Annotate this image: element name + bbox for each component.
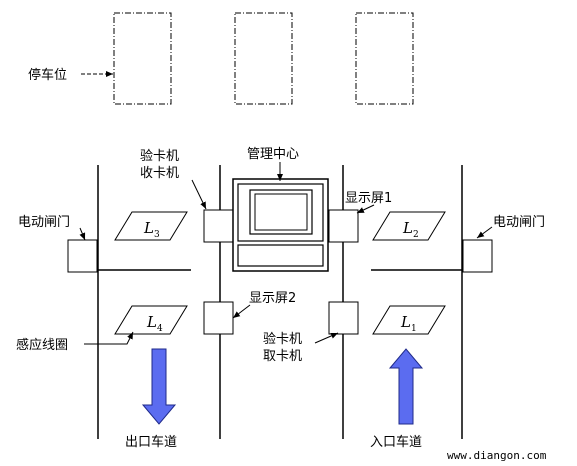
induction-coil-label: 感应线圈	[16, 337, 68, 353]
parking-space-1	[113, 12, 172, 105]
card-verifier-collector-box	[203, 209, 234, 243]
electric-gate-left-label: 电动闸门	[18, 215, 70, 230]
loop-l2-sub: 2	[413, 230, 419, 240]
display-2-box	[203, 301, 234, 335]
parking-space-2	[234, 12, 293, 105]
electric-gate-left-pointer	[79, 227, 86, 241]
display-2-label: 显示屏2	[249, 291, 296, 306]
card-verifier-collector-pointer	[191, 179, 207, 210]
loop-l4	[114, 305, 188, 335]
loop-l4-letter: L	[146, 313, 157, 331]
loop-l1-letter: L	[400, 313, 411, 331]
display-1-label: 显示屏1	[345, 191, 392, 206]
management-center-label: 管理中心	[247, 147, 299, 162]
loop-l4-sub: 4	[157, 324, 163, 334]
display-1-box	[328, 209, 359, 243]
entry-lane-label: 入口车道	[370, 434, 422, 450]
down-arrow-icon	[141, 348, 177, 425]
loop-l3	[114, 211, 188, 241]
card-verifier-collector-label-2: 收卡机	[140, 166, 179, 181]
watermark: www.diangon.com	[447, 449, 547, 462]
electric-gate-right-label: 电动闸门	[493, 215, 545, 230]
loop-l2-letter: L	[402, 219, 413, 237]
card-verifier-dispenser-pointer	[314, 332, 339, 344]
exit-lane-label: 出口车道	[125, 434, 177, 450]
loop-l3-letter: L	[143, 219, 154, 237]
electric-gate-right-pointer	[476, 226, 493, 239]
card-verifier-collector-label-1: 验卡机	[140, 148, 179, 164]
parking-space-label: 停车位	[28, 67, 67, 83]
induction-loops	[114, 211, 446, 335]
loop-l2	[372, 211, 446, 241]
computer-terminal-icon	[232, 178, 329, 272]
parking-spaces	[113, 12, 414, 105]
loop-l1	[372, 305, 446, 335]
card-verifier-dispenser-label-1: 验卡机	[263, 331, 302, 347]
card-verifier-dispenser-label-2: 取卡机	[263, 349, 302, 364]
loop-l1-sub: 1	[411, 324, 417, 334]
induction-coil-pointer	[84, 331, 134, 345]
parking-space-3	[355, 12, 414, 105]
card-verifier-dispenser-box	[328, 301, 359, 335]
display-1-pointer	[356, 204, 375, 214]
up-arrow-icon	[388, 348, 424, 425]
loop-l3-sub: 3	[154, 230, 160, 240]
electric-gate-left	[67, 239, 98, 273]
display-2-pointer	[232, 304, 251, 319]
electric-gate-right	[462, 239, 493, 273]
